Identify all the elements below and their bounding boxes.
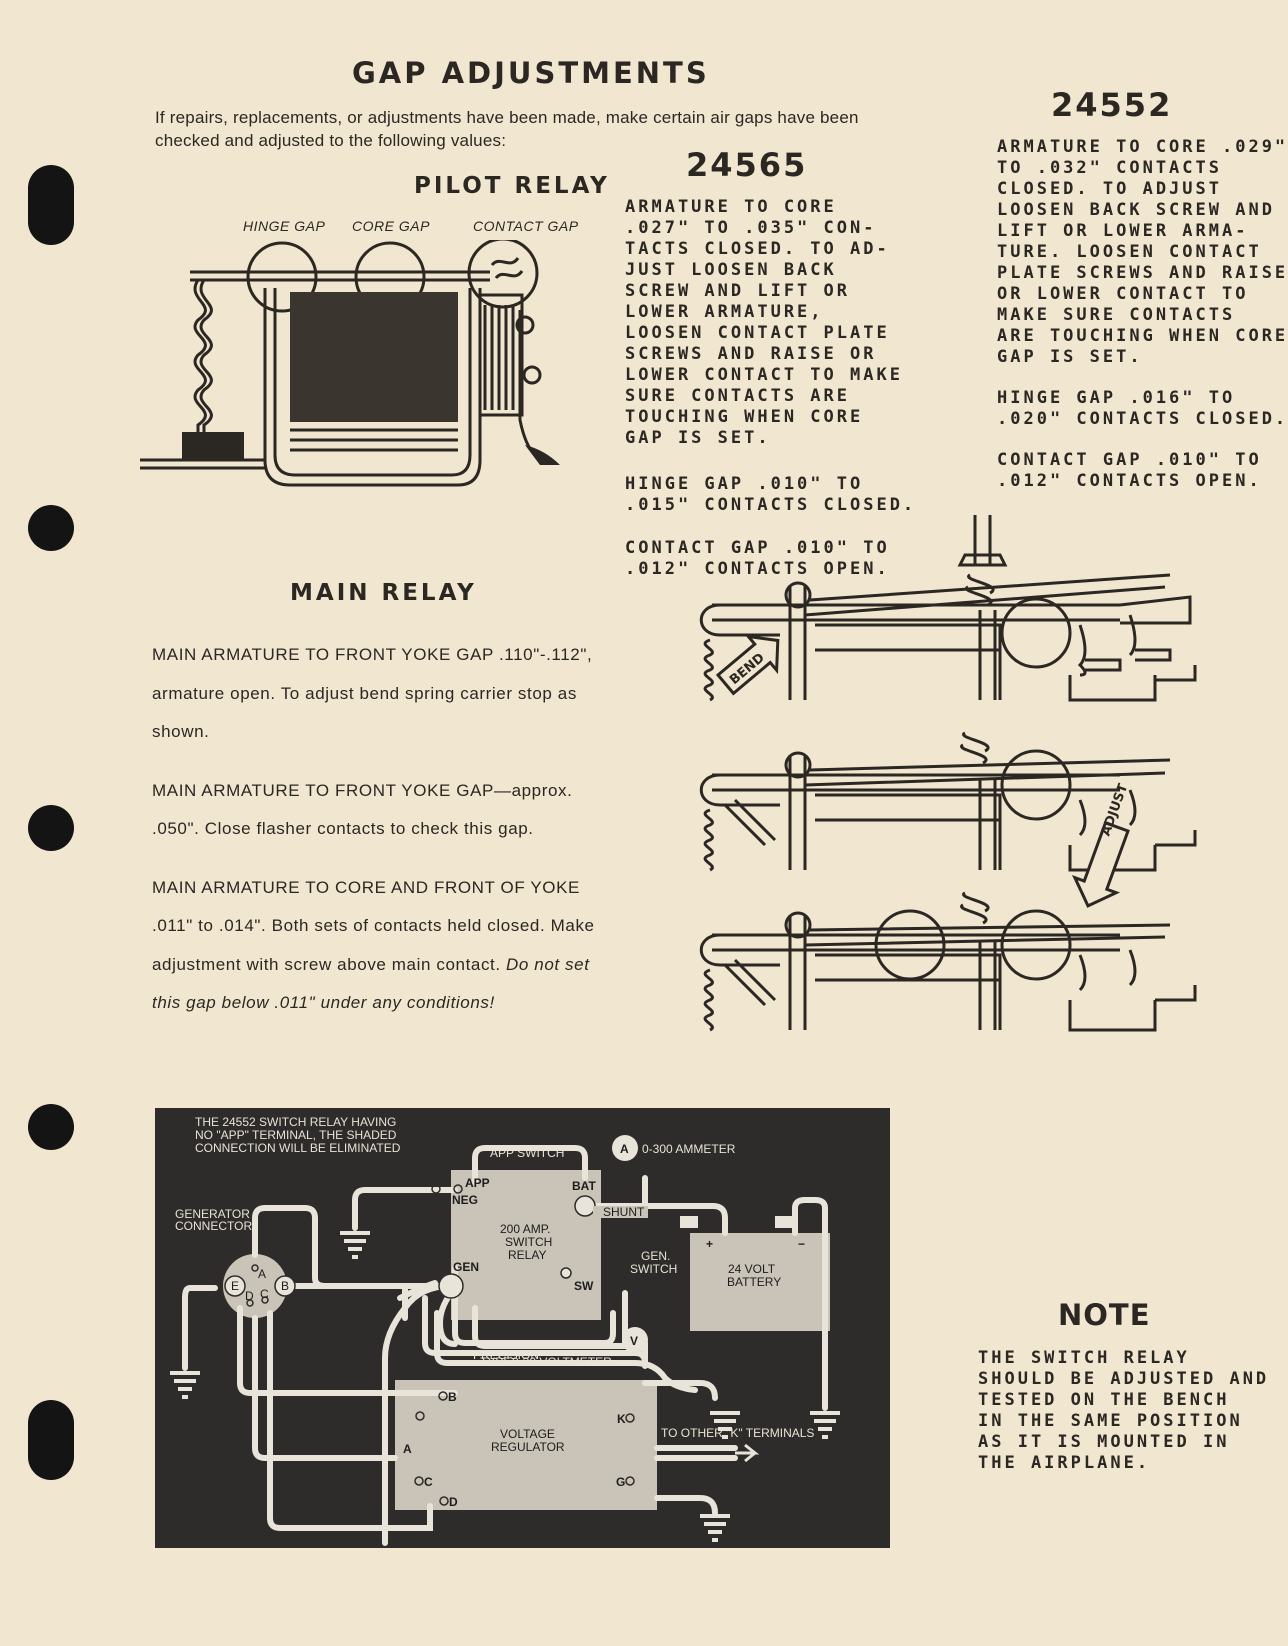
relay-24565-core-text: ARMATURE TO CORE .027" TO .035" CON- TAC…: [625, 197, 903, 448]
switch-relay-label: 200 AMP.: [500, 1222, 550, 1236]
pilot-relay-heading: PILOT RELAY: [414, 173, 610, 199]
voltage-regulator-label: VOLTAGE: [500, 1427, 555, 1441]
connector-pin-a: A: [258, 1267, 266, 1281]
note-heading: NOTE: [1058, 1298, 1151, 1332]
core-gap-label: CORE GAP: [352, 218, 430, 234]
k-terminals-label: TO OTHER "K" TERMINALS: [661, 1426, 814, 1440]
hinge-gap-label: HINGE GAP: [243, 218, 326, 234]
generator-connector-label: GENERATOR: [175, 1207, 250, 1221]
diagram-note-line-1: THE 24552 SWITCH RELAY HAVING: [195, 1115, 396, 1129]
app-switch-label: APP SWITCH: [490, 1146, 564, 1160]
gen-switch-label-2: SWITCH: [630, 1262, 677, 1276]
voltmeter-symbol: V: [630, 1334, 638, 1348]
connector-pin-c: C: [260, 1287, 269, 1301]
main-relay-paragraph-1: MAIN ARMATURE TO FRONT YOKE GAP .110"-.1…: [152, 645, 593, 741]
relay-terminal-sw: SW: [574, 1279, 594, 1293]
switch-relay-label-3: RELAY: [508, 1248, 546, 1262]
relay-terminal-gen: GEN: [453, 1260, 479, 1274]
connector-pin-d: D: [245, 1289, 254, 1303]
shunt-label: SHUNT: [603, 1205, 645, 1219]
battery-label-2: BATTERY: [727, 1275, 781, 1289]
voltmeter-label: 0-30 VOLTMETER: [512, 1355, 612, 1369]
relay-24565-contact-text: CONTACT GAP .010" TO .012" CONTACTS OPEN…: [625, 538, 890, 579]
connector-pin-b: B: [281, 1279, 289, 1293]
note-text: THE SWITCH RELAY SHOULD BE ADJUSTED AND …: [978, 1348, 1270, 1473]
ammeter-symbol: A: [620, 1142, 629, 1156]
connector-pin-e: E: [231, 1279, 239, 1293]
binder-hole: [28, 505, 74, 551]
binder-hole: [28, 1400, 74, 1480]
regulator-terminal-b: B: [448, 1390, 457, 1404]
intro-text: If repairs, replacements, or adjustments…: [155, 108, 859, 150]
diagram-note-line-3: CONNECTION WILL BE ELIMINATED: [195, 1141, 401, 1155]
page-title: GAP ADJUSTMENTS: [352, 56, 710, 90]
diagram-note-line-2: NO "APP" TERMINAL, THE SHADED: [195, 1128, 397, 1142]
voltage-regulator-label-2: REGULATOR: [491, 1440, 565, 1454]
gen-switch-label: GEN.: [641, 1249, 670, 1263]
relay-24565-number: 24565: [686, 146, 808, 184]
battery-plus: +: [706, 1237, 713, 1251]
armature-figures: BEND ADJUST: [699, 515, 1197, 1032]
main-relay-paragraph-3-text: MAIN ARMATURE TO CORE AND FRONT OF YOKE …: [152, 877, 595, 974]
main-relay-heading: MAIN RELAY: [290, 580, 477, 606]
main-relay-paragraph-3: MAIN ARMATURE TO CORE AND FRONT OF YOKE …: [152, 869, 607, 1023]
binder-hole: [28, 1104, 74, 1150]
battery-minus: −: [798, 1237, 805, 1251]
relay-terminal-bat: BAT: [572, 1179, 596, 1193]
regulator-terminal-d: D: [449, 1495, 458, 1509]
relay-24552-core-text: ARMATURE TO CORE .029" TO .032" CONTACTS…: [997, 137, 1288, 367]
relay-terminal-app: APP: [465, 1176, 490, 1190]
binder-hole: [28, 165, 74, 245]
relay-24565-hinge-text: HINGE GAP .010" TO .015" CONTACTS CLOSED…: [625, 474, 917, 515]
relay-terminal-neg: NEG: [452, 1193, 478, 1207]
wiring-diagram: THE 24552 SWITCH RELAY HAVING NO "APP" T…: [155, 1108, 890, 1548]
regulator-terminal-c: C: [424, 1475, 433, 1489]
main-relay-paragraph-2: MAIN ARMATURE TO FRONT YOKE GAP—approx. …: [152, 780, 573, 839]
contact-gap-label: CONTACT GAP: [473, 218, 579, 234]
precision-type-label: PRECISION: [473, 1348, 539, 1362]
pilot-relay-drawing: [140, 240, 560, 487]
regulator-terminal-k: K: [617, 1412, 626, 1426]
generator-connector-label-2: CONNECTOR: [175, 1219, 252, 1233]
precision-type-label-2: TYPE: [480, 1355, 511, 1369]
switch-relay-label-2: SWITCH: [505, 1235, 552, 1249]
main-relay-warning: Do not set this gap below .011" under an…: [152, 954, 590, 1013]
battery-label: 24 VOLT: [728, 1262, 776, 1276]
regulator-terminal-g: G: [616, 1475, 625, 1489]
ammeter-label: 0-300 AMMETER: [642, 1142, 736, 1156]
binder-hole: [28, 805, 74, 851]
relay-24552-contact-text: CONTACT GAP .010" TO .012" CONTACTS OPEN…: [997, 450, 1262, 491]
main-relay-text: MAIN ARMATURE TO FRONT YOKE GAP .110"-.1…: [152, 636, 607, 1023]
relay-24552-number: 24552: [1051, 86, 1173, 124]
relay-24552-hinge-text: HINGE GAP .016" TO .020" CONTACTS CLOSED…: [997, 388, 1288, 429]
regulator-terminal-a: A: [403, 1442, 412, 1456]
